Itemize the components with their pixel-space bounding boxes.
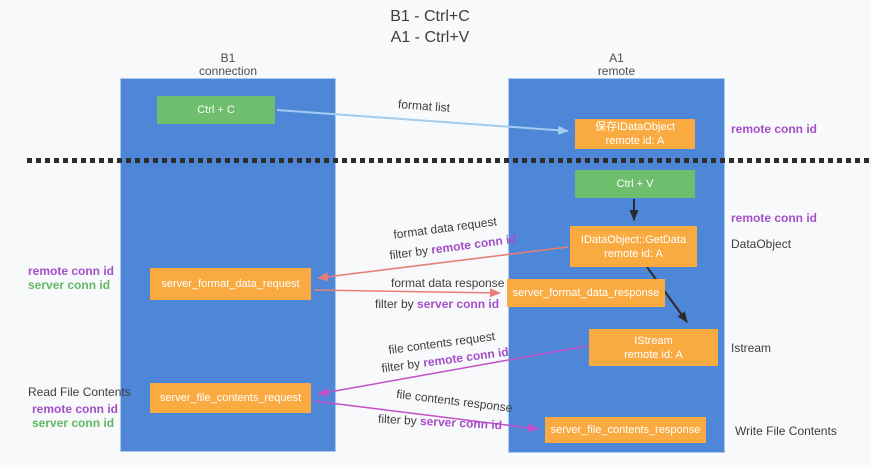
server-conn-id-text: server conn id: [419, 413, 503, 433]
right-remote-conn-id-label-mid: remote conn id: [731, 211, 818, 225]
file-contents-response-label: file contents response: [396, 387, 514, 415]
format-data-response-arrow: [313, 288, 501, 298]
filter-by-server-conn-id-label-2: filter by server conn id: [378, 412, 503, 432]
node-ctrl-v: Ctrl + V: [575, 170, 695, 198]
node-server-file-contents-request-label: server_file_contents_request: [159, 392, 302, 404]
left-server-conn-id-label-1: server conn id: [28, 278, 111, 292]
filter-by-text: filter by: [380, 356, 421, 376]
title-line-2: A1 - Ctrl+V: [390, 29, 470, 46]
left-remote-conn-id-label-1: remote conn id: [28, 264, 115, 278]
lane-header-b1: B1 connection: [120, 52, 336, 78]
file-contents-response-text: file contents response: [395, 386, 514, 416]
node-server-file-contents-request: server_file_contents_request: [150, 383, 311, 413]
server-conn-id-text: server conn id: [417, 297, 500, 311]
istream-label: Istream: [731, 341, 772, 355]
dataobject-label: DataObject: [731, 237, 792, 251]
filter-by-text: filter by: [377, 411, 418, 428]
node-server-file-contents-response-label: server_file_contents_response: [550, 424, 701, 436]
lane-b1-subtitle: connection: [198, 64, 258, 78]
node-istream-line1: IStream: [634, 334, 673, 347]
node-server-format-data-response: server_format_data_response: [507, 279, 665, 307]
lane-header-a1: A1 remote: [508, 52, 725, 78]
left-server-conn-id-label-2: server conn id: [32, 416, 115, 430]
node-save-idataobject-line1: 保存IDataObject: [594, 121, 676, 133]
write-file-contents-label: Write File Contents: [735, 424, 837, 438]
node-server-format-data-request: server_format_data_request: [150, 268, 311, 300]
format-list-label: format list: [398, 97, 451, 115]
node-istream: IStream remote id: A: [589, 329, 718, 366]
node-server-file-contents-response: server_file_contents_response: [545, 417, 706, 443]
node-server-format-data-request-label: server_format_data_request: [161, 278, 300, 290]
lane-a1-title: A1: [609, 51, 624, 65]
diagram-title: B1 - Ctrl+C A1 - Ctrl+V: [330, 6, 530, 48]
filter-by-text: filter by: [375, 297, 414, 311]
node-server-format-data-response-label: server_format_data_response: [512, 287, 660, 299]
node-getdata-line1: IDataObject::GetData: [580, 233, 687, 246]
remote-conn-id-text: remote conn id: [430, 231, 518, 257]
filter-by-text: filter by: [388, 243, 429, 263]
format-data-response-text: format data response: [391, 276, 505, 290]
filter-by-server-conn-id-label-1: filter by server conn id: [375, 297, 499, 311]
left-remote-conn-id-label-2: remote conn id: [32, 402, 119, 416]
lane-b1-title: B1: [220, 51, 236, 65]
read-file-contents-label: Read File Contents: [28, 385, 131, 399]
node-getdata-line2: remote id: A: [604, 247, 663, 260]
node-save-idataobject: 保存IDataObject remote id: A: [575, 119, 695, 149]
right-remote-conn-id-label-top: remote conn id: [731, 122, 818, 136]
node-istream-line2: remote id: A: [624, 348, 683, 361]
node-save-idataobject-line2: remote id: A: [605, 135, 665, 147]
title-line-1: B1 - Ctrl+C: [390, 8, 470, 25]
lane-a1-subtitle: remote: [597, 64, 636, 78]
node-ctrl-v-label: Ctrl + V: [616, 178, 654, 190]
node-ctrl-c-label: Ctrl + C: [197, 104, 235, 116]
format-list-text: format list: [397, 97, 451, 115]
format-data-response-label: format data response: [391, 276, 504, 290]
session-divider-dashed-line: [27, 158, 871, 163]
node-ctrl-c: Ctrl + C: [157, 96, 275, 124]
node-idataobject-getdata: IDataObject::GetData remote id: A: [570, 226, 697, 267]
